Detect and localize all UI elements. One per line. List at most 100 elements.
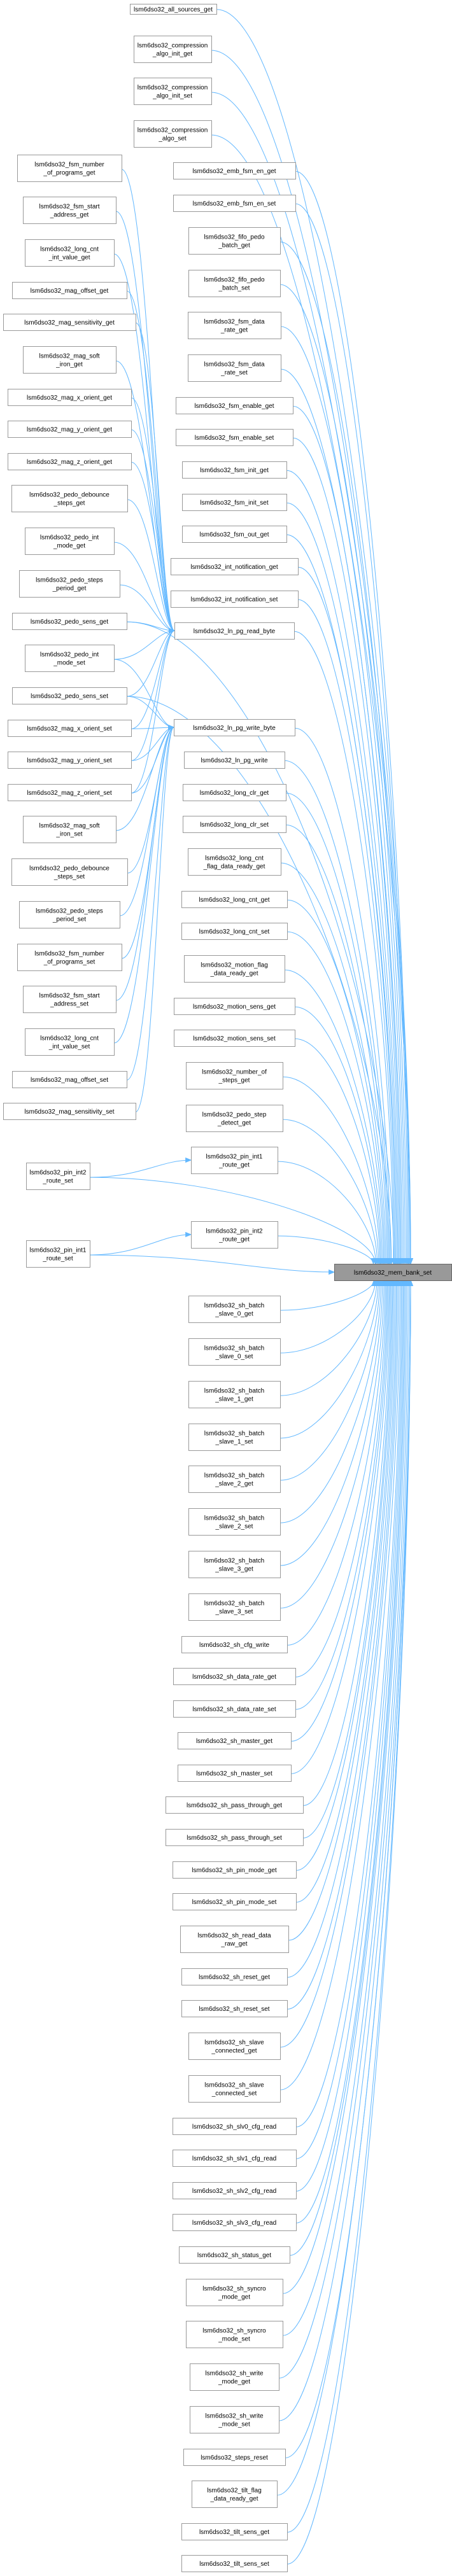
node-mag-y-orient-set[interactable]: lsm6dso32_mag_y_orient_set	[8, 752, 132, 769]
node-sh-batch-slave-0-get[interactable]: lsm6dso32_sh_batch_slave_0_get	[188, 1296, 281, 1323]
node-number-of-steps-get[interactable]: lsm6dso32_number_of_steps_get	[186, 1062, 283, 1089]
node-sh-pass-through-set[interactable]: lsm6dso32_sh_pass_through_set	[166, 1829, 304, 1846]
node-fsm-init-get[interactable]: lsm6dso32_fsm_init_get	[182, 461, 287, 479]
node-mem-bank-set-target[interactable]: lsm6dso32_mem_bank_set	[334, 1264, 452, 1281]
node-sh-pin-mode-get[interactable]: lsm6dso32_sh_pin_mode_get	[173, 1861, 297, 1879]
node-long-cnt-set[interactable]: lsm6dso32_long_cnt_set	[181, 923, 288, 940]
node-label: lsm6dso32_sh_slv3_cfg_read	[192, 2220, 276, 2227]
node-sh-slv2-cfg-read[interactable]: lsm6dso32_sh_slv2_cfg_read	[173, 2182, 297, 2199]
node-mag-y-orient-get[interactable]: lsm6dso32_mag_y_orient_get	[8, 421, 132, 438]
node-fsm-enable-set[interactable]: lsm6dso32_fsm_enable_set	[176, 429, 293, 446]
node-mag-x-orient-get[interactable]: lsm6dso32_mag_x_orient_get	[8, 389, 132, 406]
node-long-cnt-int-value-set[interactable]: lsm6dso32_long_cnt_int_value_set	[25, 1028, 115, 1056]
node-motion-sens-get[interactable]: lsm6dso32_motion_sens_get	[174, 998, 295, 1015]
node-fsm-out-get[interactable]: lsm6dso32_fsm_out_get	[182, 526, 287, 543]
node-sh-slv0-cfg-read[interactable]: lsm6dso32_sh_slv0_cfg_read	[173, 2118, 297, 2135]
node-mag-z-orient-set[interactable]: lsm6dso32_mag_z_orient_set	[8, 784, 132, 801]
node-steps-reset[interactable]: lsm6dso32_steps_reset	[183, 2449, 286, 2466]
node-sh-slave-connected-set[interactable]: lsm6dso32_sh_slave_connected_set	[188, 2075, 281, 2103]
node-long-clr-get[interactable]: lsm6dso32_long_clr_get	[183, 784, 286, 801]
node-emb-fsm-en-get[interactable]: lsm6dso32_emb_fsm_en_get	[173, 162, 296, 179]
node-mag-offset-set[interactable]: lsm6dso32_mag_offset_set	[12, 1071, 127, 1088]
node-sh-pass-through-get[interactable]: lsm6dso32_sh_pass_through_get	[166, 1796, 304, 1814]
node-long-cnt-flag-data-ready-get[interactable]: lsm6dso32_long_cnt_flag_data_ready_get	[188, 848, 281, 876]
node-sh-write-mode-get[interactable]: lsm6dso32_sh_write_mode_get	[190, 2363, 279, 2391]
node-sh-data-rate-get[interactable]: lsm6dso32_sh_data_rate_get	[173, 1668, 296, 1685]
node-fifo-pedo-batch-get[interactable]: lsm6dso32_fifo_pedo_batch_get	[188, 227, 281, 255]
node-sh-slave-connected-get[interactable]: lsm6dso32_sh_slave_connected_get	[188, 2033, 281, 2060]
node-sh-batch-slave-1-get[interactable]: lsm6dso32_sh_batch_slave_1_get	[188, 1381, 281, 1408]
node-long-cnt-int-value-get[interactable]: lsm6dso32_long_cnt_int_value_get	[25, 239, 115, 267]
node-sh-master-get[interactable]: lsm6dso32_sh_master_get	[178, 1732, 292, 1749]
node-tilt-sens-set[interactable]: lsm6dso32_tilt_sens_set	[181, 2555, 288, 2572]
node-long-clr-set[interactable]: lsm6dso32_long_clr_set	[183, 816, 286, 833]
node-pin-int2-route-get[interactable]: lsm6dso32_pin_int2_route_get	[191, 1221, 278, 1249]
node-sh-batch-slave-2-get[interactable]: lsm6dso32_sh_batch_slave_2_get	[188, 1466, 281, 1493]
node-all-sources-get[interactable]: lsm6dso32_all_sources_get	[130, 4, 217, 15]
node-int-notification-set[interactable]: lsm6dso32_int_notification_set	[171, 591, 299, 608]
node-sh-data-rate-set[interactable]: lsm6dso32_sh_data_rate_set	[173, 1700, 296, 1718]
node-sh-slv3-cfg-read[interactable]: lsm6dso32_sh_slv3_cfg_read	[173, 2214, 297, 2231]
node-int-notification-get[interactable]: lsm6dso32_int_notification_get	[171, 558, 299, 575]
node-fsm-start-address-get[interactable]: lsm6dso32_fsm_start_address_get	[23, 197, 117, 224]
node-sh-batch-slave-3-get[interactable]: lsm6dso32_sh_batch_slave_3_get	[188, 1551, 281, 1578]
node-sh-write-mode-set[interactable]: lsm6dso32_sh_write_mode_set	[190, 2406, 279, 2433]
node-mag-offset-get[interactable]: lsm6dso32_mag_offset_get	[12, 282, 127, 299]
node-pin-int2-route-set[interactable]: lsm6dso32_pin_int2_route_set	[26, 1163, 90, 1190]
node-fsm-number-of-programs-set[interactable]: lsm6dso32_fsm_number_of_programs_set	[17, 944, 122, 971]
node-pedo-sens-get[interactable]: lsm6dso32_pedo_sens_get	[12, 613, 127, 630]
node-mag-soft-iron-set[interactable]: lsm6dso32_mag_soft_iron_set	[23, 816, 117, 843]
node-fifo-pedo-batch-set[interactable]: lsm6dso32_fifo_pedo_batch_set	[188, 270, 281, 297]
node-tilt-sens-get[interactable]: lsm6dso32_tilt_sens_get	[181, 2523, 288, 2540]
node-mag-x-orient-set[interactable]: lsm6dso32_mag_x_orient_set	[8, 720, 132, 737]
node-fsm-data-rate-set[interactable]: lsm6dso32_fsm_data_rate_set	[188, 354, 281, 382]
node-sh-status-get[interactable]: lsm6dso32_sh_status_get	[179, 2246, 290, 2264]
node-fsm-init-set[interactable]: lsm6dso32_fsm_init_set	[182, 494, 287, 511]
node-compression-algo-init-set[interactable]: lsm6dso32_compression_algo_init_set	[134, 78, 212, 105]
node-sh-syncro-mode-set[interactable]: lsm6dso32_sh_syncro_mode_set	[186, 2321, 283, 2348]
node-sh-pin-mode-set[interactable]: lsm6dso32_sh_pin_mode_set	[173, 1893, 297, 1910]
node-pedo-steps-period-set[interactable]: lsm6dso32_pedo_steps_period_set	[19, 901, 120, 928]
node-pedo-steps-period-get[interactable]: lsm6dso32_pedo_steps_period_get	[19, 570, 120, 598]
node-mag-sensitivity-set[interactable]: lsm6dso32_mag_sensitivity_set	[3, 1103, 136, 1120]
node-pedo-sens-set[interactable]: lsm6dso32_pedo_sens_set	[12, 687, 127, 704]
node-sh-reset-get[interactable]: lsm6dso32_sh_reset_get	[181, 1968, 288, 1985]
edge-pedo_int_mode_set-to-ln_pg_read_byte	[113, 630, 175, 660]
node-sh-cfg-write[interactable]: lsm6dso32_sh_cfg_write	[181, 1636, 288, 1653]
node-mag-sensitivity-get[interactable]: lsm6dso32_mag_sensitivity_get	[3, 314, 136, 331]
node-compression-algo-init-get[interactable]: lsm6dso32_compression_algo_init_get	[134, 36, 212, 63]
node-fsm-data-rate-get[interactable]: lsm6dso32_fsm_data_rate_get	[188, 312, 281, 339]
node-mag-z-orient-get[interactable]: lsm6dso32_mag_z_orient_get	[8, 453, 132, 470]
node-pedo-debounce-steps-set[interactable]: lsm6dso32_pedo_debounce_steps_set	[11, 858, 128, 886]
node-tilt-flag-data-ready-get[interactable]: lsm6dso32_tilt_flag_data_ready_get	[192, 2481, 278, 2508]
node-pin-int1-route-set[interactable]: lsm6dso32_pin_int1_route_set	[26, 1240, 90, 1268]
node-sh-batch-slave-2-set[interactable]: lsm6dso32_sh_batch_slave_2_set	[188, 1508, 281, 1536]
node-sh-reset-set[interactable]: lsm6dso32_sh_reset_set	[181, 2000, 288, 2017]
node-sh-read-data-raw-get[interactable]: lsm6dso32_sh_read_data_raw_get	[180, 1926, 289, 1953]
node-pedo-step-detect-get[interactable]: lsm6dso32_pedo_step_detect_get	[186, 1105, 283, 1132]
edge-compression_algo_init_set-to-mem-bank-set	[211, 92, 411, 1264]
node-pin-int1-route-get[interactable]: lsm6dso32_pin_int1_route_get	[191, 1147, 278, 1174]
node-sh-batch-slave-1-set[interactable]: lsm6dso32_sh_batch_slave_1_set	[188, 1424, 281, 1451]
node-compression-algo-set[interactable]: lsm6dso32_compression_algo_set	[134, 120, 212, 148]
node-pedo-int-mode-set[interactable]: lsm6dso32_pedo_int_mode_set	[25, 645, 115, 672]
node-sh-batch-slave-3-set[interactable]: lsm6dso32_sh_batch_slave_3_set	[188, 1593, 281, 1621]
node-motion-flag-data-ready-get[interactable]: lsm6dso32_motion_flag_data_ready_get	[184, 955, 285, 983]
node-box	[134, 120, 212, 148]
node-sh-syncro-mode-get[interactable]: lsm6dso32_sh_syncro_mode_get	[186, 2279, 283, 2306]
node-ln-pg-write[interactable]: lsm6dso32_ln_pg_write	[184, 752, 285, 769]
node-fsm-start-address-set[interactable]: lsm6dso32_fsm_start_address_set	[23, 986, 117, 1013]
node-motion-sens-set[interactable]: lsm6dso32_motion_sens_set	[174, 1030, 295, 1047]
node-mag-soft-iron-get[interactable]: lsm6dso32_mag_soft_iron_get	[23, 346, 117, 374]
node-pedo-debounce-steps-get[interactable]: lsm6dso32_pedo_debounce_steps_get	[11, 485, 128, 512]
node-sh-master-set[interactable]: lsm6dso32_sh_master_set	[178, 1765, 292, 1782]
node-fsm-enable-get[interactable]: lsm6dso32_fsm_enable_get	[176, 397, 293, 414]
node-ln-pg-write-byte[interactable]: lsm6dso32_ln_pg_write_byte	[174, 719, 295, 736]
node-fsm-number-of-programs-get[interactable]: lsm6dso32_fsm_number_of_programs_get	[17, 155, 122, 182]
node-sh-slv1-cfg-read[interactable]: lsm6dso32_sh_slv1_cfg_read	[173, 2150, 297, 2167]
node-sh-batch-slave-0-set[interactable]: lsm6dso32_sh_batch_slave_0_set	[188, 1338, 281, 1366]
node-long-cnt-get[interactable]: lsm6dso32_long_cnt_get	[181, 891, 288, 908]
node-pedo-int-mode-get[interactable]: lsm6dso32_pedo_int_mode_get	[25, 528, 115, 555]
node-ln-pg-read-byte[interactable]: lsm6dso32_ln_pg_read_byte	[174, 622, 295, 640]
node-emb-fsm-en-set[interactable]: lsm6dso32_emb_fsm_en_set	[173, 195, 296, 212]
